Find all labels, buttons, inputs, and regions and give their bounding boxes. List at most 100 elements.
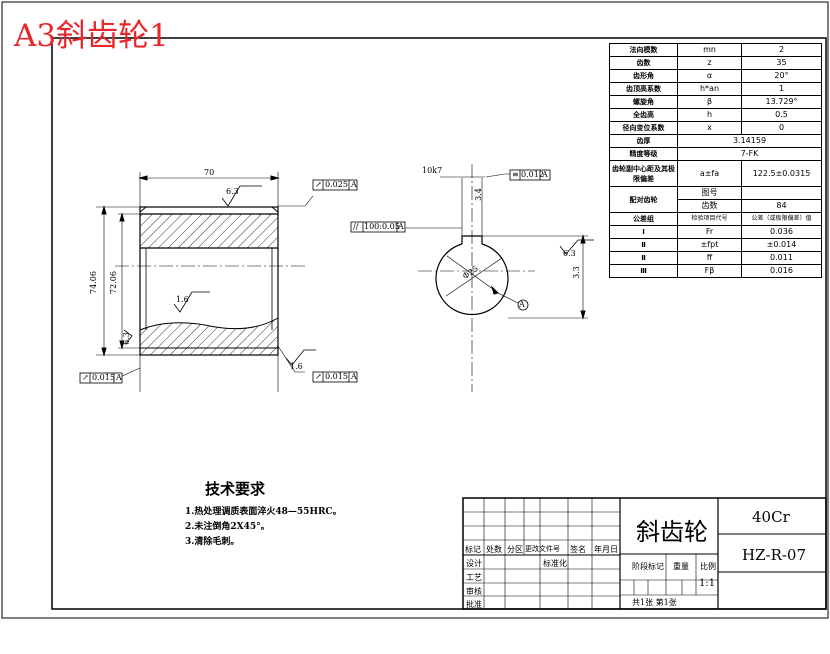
param-symbol: Fβ [677, 264, 742, 278]
rough-bore: 1.6 [176, 295, 189, 304]
param-value [741, 186, 822, 200]
param-name: 齿厚 [609, 134, 678, 148]
param-row: 齿数 z 35 [609, 56, 822, 70]
param-value: 0.016 [741, 264, 822, 278]
param-row: Ⅱ ±fpt ±0.014 [609, 238, 822, 252]
fcf-bl-value: 0.015 [92, 373, 115, 382]
fcf-br-symbol: ↗ [315, 372, 322, 381]
param-row: Ⅱ ff 0.011 [609, 251, 822, 265]
param-value: 0.011 [741, 251, 822, 265]
fcf-top-value: 0.025 [325, 180, 348, 189]
rough-top: 6.3 [226, 187, 239, 196]
tech-requirements: 技术要求 1.热处理调质表面淬火48—55HRC。 2.未注倒角2X45°。 3… [185, 478, 342, 550]
param-row: 全齿高 h 0.5 [609, 108, 822, 122]
param-row: 径向变位系数 x 0 [609, 121, 822, 135]
col-label: 更改文件号 [525, 545, 560, 553]
param-sub: 检验项目代号 [677, 212, 742, 226]
tol-group: Ⅰ [609, 225, 678, 239]
param-value: 0.5 [741, 108, 822, 122]
fcf-br-datum: A [351, 372, 357, 381]
param-name: 齿数 [609, 56, 678, 70]
fcf-top [312, 179, 358, 191]
param-value: 84 [741, 199, 822, 213]
param-row: Ⅲ Fβ 0.016 [609, 264, 822, 278]
col-label: 签名 [570, 545, 586, 554]
param-row: 齿形角 α 20° [609, 69, 822, 83]
param-name: 齿形角 [609, 69, 678, 83]
side-view [405, 164, 594, 392]
rough-side: 6.3 [121, 332, 131, 345]
param-row: 齿顶高系数 h*an 1 [609, 82, 822, 96]
param-row: Ⅰ Fr 0.036 [609, 225, 822, 239]
param-symbol: h*an [677, 82, 742, 96]
fcf-br-value: 0.015 [325, 372, 348, 381]
outer-border [1, 1, 829, 619]
param-row: 齿厚 3.14159 [609, 134, 822, 148]
tol-group: Ⅲ [609, 264, 678, 278]
col-label: 分区 [507, 545, 523, 554]
param-value: 13.729° [741, 95, 822, 109]
dim-dia1: 74.06 [88, 271, 98, 294]
param-value: 0 [741, 121, 822, 135]
param-name: 全齿高 [609, 108, 678, 122]
param-value: 122.5±0.0315 [741, 160, 822, 187]
param-row: 齿轮副中心距及其极限偏差 a±fa 122.5±0.0315 [609, 160, 822, 187]
param-symbol: ff [677, 251, 742, 265]
inner-border [51, 37, 827, 610]
param-value: 2 [741, 43, 822, 57]
param-symbol: z [677, 56, 742, 70]
standardization-label: 标准化 [543, 559, 567, 568]
row-label: 审核 [466, 587, 482, 596]
keyway-par-value: 100:0.05 [364, 222, 400, 231]
fcf-bl-datum: A [116, 373, 122, 382]
tech-requirements-title: 技术要求 [205, 480, 266, 498]
fcf-bottom-left [79, 372, 123, 384]
param-sub: 图号 [677, 186, 742, 200]
param-symbol: ±fpt [677, 238, 742, 252]
col-label: 处数 [486, 545, 502, 554]
param-name: 精度等级 [609, 147, 678, 161]
tech-requirement-item: 1.热处理调质表面淬火48—55HRC。 [185, 507, 342, 517]
param-value: 7-FK [677, 147, 822, 161]
col-label: 年月日 [594, 545, 618, 554]
param-symbol: mn [677, 43, 742, 57]
row-label: 批准 [466, 600, 482, 609]
row-label: 设计 [466, 559, 482, 568]
stage-label: 阶段标记 [632, 562, 664, 571]
dim-width: 70 [204, 168, 215, 177]
scale-label: 比例 [700, 562, 716, 571]
param-symbol: Fr [677, 225, 742, 239]
col-label: 标记 [465, 545, 481, 554]
param-name: 螺旋角 [609, 95, 678, 109]
param-symbol: β [677, 95, 742, 109]
row-label: 工艺 [466, 573, 482, 582]
tol-group: Ⅱ [609, 251, 678, 265]
param-value: 1 [741, 82, 822, 96]
keyway-t: 3.3 [571, 266, 581, 279]
tech-requirement-item: 3.清除毛刺。 [185, 537, 240, 547]
scale-value: 1:1 [699, 578, 716, 589]
material: 40Cr [752, 508, 790, 526]
weight-label: 重量 [673, 562, 689, 571]
datum-a-label: A [519, 300, 525, 309]
keyway-sym-symbol: ≡ [512, 170, 519, 179]
fcf-top-symbol: ↗ [315, 180, 322, 189]
fcf-keyway-sym [509, 169, 551, 181]
param-symbol: a±fa [677, 160, 742, 187]
param-value: 20° [741, 69, 822, 83]
keyway-depth: 3.4 [473, 188, 483, 201]
sheet-info: 共1张 第1张 [632, 598, 677, 607]
keyway-width: 10k7 [422, 166, 443, 175]
param-row: 螺旋角 β 13.729° [609, 95, 822, 109]
param-row: 配对齿轮 图号 [609, 186, 822, 213]
keyway-sym-value: 0.012 [521, 170, 544, 179]
fcf-keyway-par [350, 221, 406, 233]
param-name: 径向变位系数 [609, 121, 678, 135]
title-block [462, 497, 827, 610]
keyway-par-datum: A [398, 222, 404, 231]
param-sub-value: 公差（或极限偏差）值 [741, 212, 822, 226]
rough-hub: 6.3 [563, 249, 576, 258]
param-row: 公差组 检验项目代号 公差（或极限偏差）值 [609, 212, 822, 226]
param-name: 公差组 [609, 212, 678, 226]
